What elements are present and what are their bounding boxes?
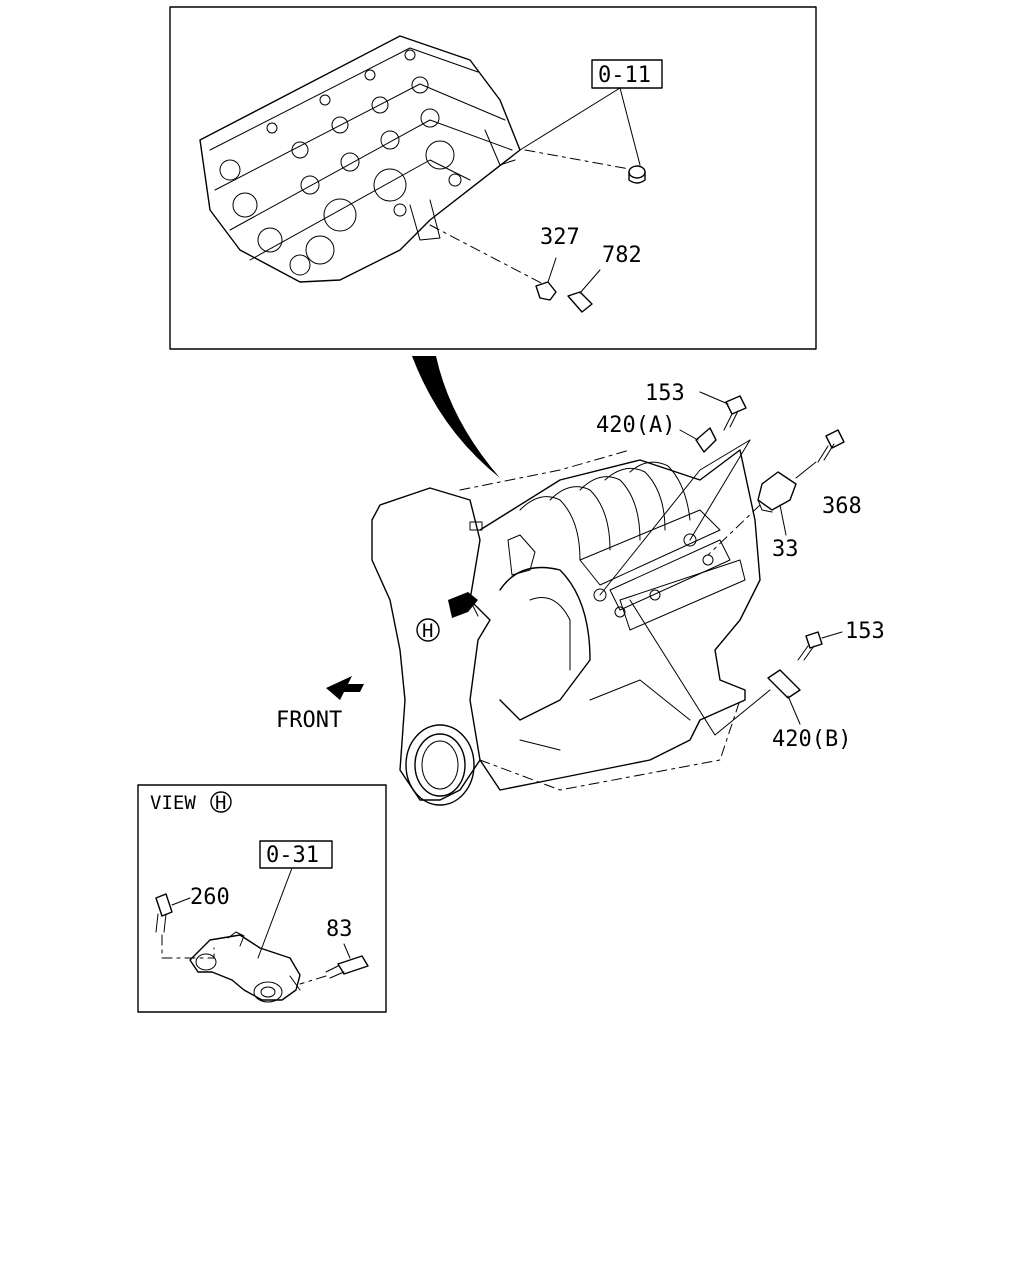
ref-box-view <box>259 840 333 869</box>
detail-frame-top <box>169 6 817 350</box>
callout-260: 260 <box>190 885 230 910</box>
callout-33: 33 <box>772 537 799 562</box>
bolt-153-side-illustration <box>797 631 843 661</box>
ref-box-top <box>591 59 663 89</box>
cylinder-head-detail: 0-11 327 782 <box>169 6 817 350</box>
callout-83: 83 <box>326 917 353 942</box>
callout-153-side: 153 <box>845 619 885 644</box>
ref-0-11: 0-11 <box>598 63 651 88</box>
sensor-83-illustration <box>299 943 369 985</box>
engine-assembly: H <box>371 449 761 806</box>
detail-frame-view <box>137 784 387 1013</box>
bolt-368-illustration <box>795 429 845 479</box>
engine-view-marker: H <box>422 620 433 642</box>
bracket-420a-illustration <box>679 427 717 453</box>
bolt-153-top-illustration <box>699 391 747 431</box>
callout-153-top: 153 <box>645 381 685 406</box>
front-label: FRONT <box>276 708 342 733</box>
bolt-782-illustration <box>567 269 601 313</box>
view-label: VIEW <box>150 792 196 814</box>
engine-view-marker-circle <box>416 618 440 642</box>
callout-368: 368 <box>822 494 862 519</box>
cylinder-head-illustration <box>199 35 521 283</box>
thermostat-housing-illustration <box>189 931 301 1003</box>
view-marker: H <box>215 792 226 814</box>
view-h-arrow <box>448 592 478 618</box>
bracket-420b-illustration <box>767 669 801 725</box>
view-h-detail: VIEW H 0-31 260 83 <box>137 784 387 1013</box>
callout-782: 782 <box>602 243 642 268</box>
ref-0-31: 0-31 <box>266 843 319 868</box>
sensor-33-illustration <box>757 471 797 536</box>
callout-420b: 420(B) <box>772 727 851 752</box>
sensor-327-illustration <box>535 257 557 301</box>
front-arrow-icon <box>326 676 364 700</box>
callout-420a: 420(A) <box>596 413 675 438</box>
view-marker-circle <box>210 791 232 813</box>
sensor-260-illustration <box>155 893 215 959</box>
detail-pointer-arrow <box>412 356 500 478</box>
callout-327: 327 <box>540 225 580 250</box>
plug-illustration <box>628 165 646 184</box>
